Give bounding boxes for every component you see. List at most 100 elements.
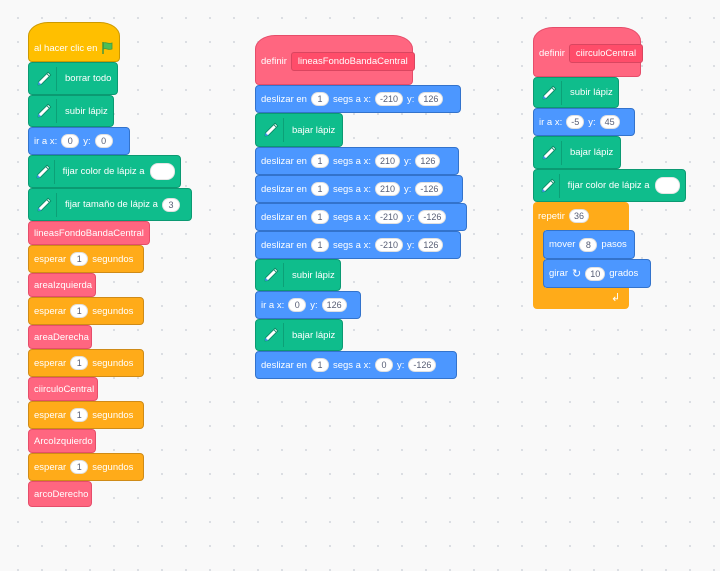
turn-unit-label: grados bbox=[609, 268, 639, 279]
when-flag-clicked-block[interactable]: al hacer clic en bbox=[28, 22, 120, 62]
glide-block-3[interactable]: deslizar en 1 segs a x: 210 y: -126 bbox=[255, 175, 463, 203]
glide-secs-label: segs a x: bbox=[332, 211, 371, 223]
call-ciirculo-central-label: ciirculoCentral bbox=[34, 383, 95, 395]
define-lineas-fondo-block[interactable]: definir lineasFondoBandaCentral bbox=[255, 35, 415, 85]
wait-block-4[interactable]: esperar 1 segundos bbox=[28, 401, 144, 429]
call-arco-izquierdo-block[interactable]: ArcoIzquierdo bbox=[28, 429, 96, 453]
call-arco-derecho-block[interactable]: arcoDerecho bbox=[28, 481, 92, 507]
glide-block-6[interactable]: deslizar en 1 segs a x: 0 y: -126 bbox=[255, 351, 457, 379]
call-ciirculo-central-block[interactable]: ciirculoCentral bbox=[28, 377, 98, 401]
wait-input[interactable]: 1 bbox=[70, 304, 89, 318]
go-to-xy-block[interactable]: ir a x: 0 y: 0 bbox=[28, 127, 130, 155]
pen-color-swatch[interactable] bbox=[149, 163, 175, 180]
wait-block-2[interactable]: esperar 1 segundos bbox=[28, 297, 144, 325]
wait-input[interactable]: 1 bbox=[70, 408, 89, 422]
call-lineas-fondo-block[interactable]: lineasFondoBandaCentral bbox=[28, 221, 150, 245]
clear-block[interactable]: borrar todo bbox=[28, 62, 118, 95]
glide-secs-input[interactable]: 1 bbox=[310, 358, 329, 372]
repeat-block[interactable]: repetir 36 ↲ mover 8 pasos girar ↻ 10 gr… bbox=[533, 202, 651, 309]
go-to-label: ir a x: bbox=[539, 116, 563, 128]
call-area-derecha-block[interactable]: areaDerecha bbox=[28, 325, 92, 349]
go-to-y-input[interactable]: 0 bbox=[94, 134, 113, 148]
pen-up-block[interactable]: subir lápiz bbox=[255, 259, 341, 291]
go-to-x-input[interactable]: 0 bbox=[61, 134, 80, 148]
glide-block-4[interactable]: deslizar en 1 segs a x: -210 y: -126 bbox=[255, 203, 467, 231]
wait-input[interactable]: 1 bbox=[70, 460, 89, 474]
pen-color-swatch[interactable] bbox=[654, 177, 680, 194]
move-steps-block[interactable]: mover 8 pasos bbox=[543, 230, 635, 259]
wait-block-5[interactable]: esperar 1 segundos bbox=[28, 453, 144, 481]
pen-size-input[interactable]: 3 bbox=[161, 197, 180, 212]
glide-x-input[interactable]: -210 bbox=[374, 210, 403, 224]
pen-up-label: subir lápiz bbox=[65, 105, 108, 117]
define-label: definir bbox=[261, 55, 287, 67]
glide-block-2[interactable]: deslizar en 1 segs a x: 210 y: 126 bbox=[255, 147, 459, 175]
glide-secs-input[interactable]: 1 bbox=[310, 210, 329, 224]
glide-y-input[interactable]: 126 bbox=[418, 238, 444, 252]
wait-label: esperar bbox=[34, 305, 67, 317]
wait-block-3[interactable]: esperar 1 segundos bbox=[28, 349, 144, 377]
pen-down-label: bajar lápiz bbox=[292, 124, 336, 136]
glide-secs-input[interactable]: 1 bbox=[310, 238, 329, 252]
define-ciirculo-central-block[interactable]: definir ciirculoCentral bbox=[533, 27, 644, 77]
glide-label: deslizar en bbox=[261, 359, 307, 371]
script-stack-ciirculo-central[interactable]: definir ciirculoCentral subir lápiz ir a… bbox=[533, 27, 686, 309]
set-pen-color-block[interactable]: fijar color de lápiz a bbox=[28, 155, 181, 188]
turn-degrees-input[interactable]: 10 bbox=[585, 266, 606, 281]
glide-y-input[interactable]: -126 bbox=[415, 182, 444, 196]
go-to-xy-block[interactable]: ir a x: 0 y: 126 bbox=[255, 291, 361, 319]
go-to-y-input[interactable]: 126 bbox=[321, 298, 347, 312]
glide-label: deslizar en bbox=[261, 211, 307, 223]
call-arco-derecho-label: arcoDerecho bbox=[34, 488, 89, 500]
set-pen-color-block[interactable]: fijar color de lápiz a bbox=[533, 169, 686, 202]
go-to-x-input[interactable]: 0 bbox=[288, 298, 307, 312]
repeat-count-input[interactable]: 36 bbox=[568, 209, 589, 223]
call-arco-izquierdo-label: ArcoIzquierdo bbox=[34, 435, 93, 447]
pen-up-block[interactable]: subir lápiz bbox=[28, 95, 114, 127]
glide-secs-input[interactable]: 1 bbox=[310, 182, 329, 196]
glide-y-input[interactable]: -126 bbox=[418, 210, 447, 224]
turn-right-block[interactable]: girar ↻ 10 grados bbox=[543, 259, 651, 288]
call-area-izquierda-block[interactable]: areaIzquierda bbox=[28, 273, 96, 297]
define-label: definir bbox=[539, 47, 565, 59]
glide-secs-label: segs a x: bbox=[332, 93, 371, 105]
move-steps-input[interactable]: 8 bbox=[579, 237, 598, 252]
wait-unit-label: segundos bbox=[92, 253, 134, 265]
glide-x-input[interactable]: -210 bbox=[374, 92, 403, 106]
glide-y-input[interactable]: -126 bbox=[408, 358, 437, 372]
pen-down-block[interactable]: bajar lápiz bbox=[533, 136, 621, 169]
glide-label: deslizar en bbox=[261, 93, 307, 105]
pen-down-block-1[interactable]: bajar lápiz bbox=[255, 113, 343, 147]
pen-icon bbox=[32, 159, 55, 184]
turn-label: girar bbox=[549, 268, 569, 279]
glide-y-label: y: bbox=[404, 183, 412, 195]
procedure-name-ciirculo-central[interactable]: ciirculoCentral bbox=[568, 43, 644, 63]
wait-unit-label: segundos bbox=[92, 305, 134, 317]
glide-y-input[interactable]: 126 bbox=[418, 92, 444, 106]
go-to-xy-block[interactable]: ir a x: -5 y: 45 bbox=[533, 108, 635, 136]
go-to-y-input[interactable]: 45 bbox=[599, 115, 620, 129]
go-to-label: ir a x: bbox=[34, 135, 58, 147]
glide-secs-input[interactable]: 1 bbox=[310, 154, 329, 168]
procedure-name-lineas-fondo[interactable]: lineasFondoBandaCentral bbox=[290, 51, 415, 71]
glide-x-input[interactable]: 0 bbox=[374, 358, 393, 372]
glide-x-input[interactable]: 210 bbox=[374, 182, 401, 196]
glide-x-input[interactable]: -210 bbox=[374, 238, 403, 252]
pen-up-block[interactable]: subir lápiz bbox=[533, 77, 619, 108]
wait-block-1[interactable]: esperar 1 segundos bbox=[28, 245, 144, 273]
wait-input[interactable]: 1 bbox=[70, 356, 89, 370]
wait-unit-label: segundos bbox=[92, 409, 134, 421]
glide-block-1[interactable]: deslizar en 1 segs a x: -210 y: 126 bbox=[255, 85, 461, 113]
set-pen-size-block[interactable]: fijar tamaño de lápiz a 3 bbox=[28, 188, 192, 221]
pen-icon bbox=[32, 192, 57, 217]
script-stack-lineas-fondo[interactable]: definir lineasFondoBandaCentral deslizar… bbox=[255, 35, 467, 379]
glide-block-5[interactable]: deslizar en 1 segs a x: -210 y: 126 bbox=[255, 231, 461, 259]
script-stack-main[interactable]: al hacer clic en borrar todo subir lápiz… bbox=[28, 22, 192, 507]
wait-input[interactable]: 1 bbox=[70, 252, 89, 266]
glide-label: deslizar en bbox=[261, 183, 307, 195]
glide-secs-input[interactable]: 1 bbox=[310, 92, 329, 106]
glide-x-input[interactable]: 210 bbox=[374, 154, 401, 168]
pen-down-block-2[interactable]: bajar lápiz bbox=[255, 319, 343, 351]
glide-y-input[interactable]: 126 bbox=[415, 154, 441, 168]
go-to-x-input[interactable]: -5 bbox=[566, 115, 585, 129]
